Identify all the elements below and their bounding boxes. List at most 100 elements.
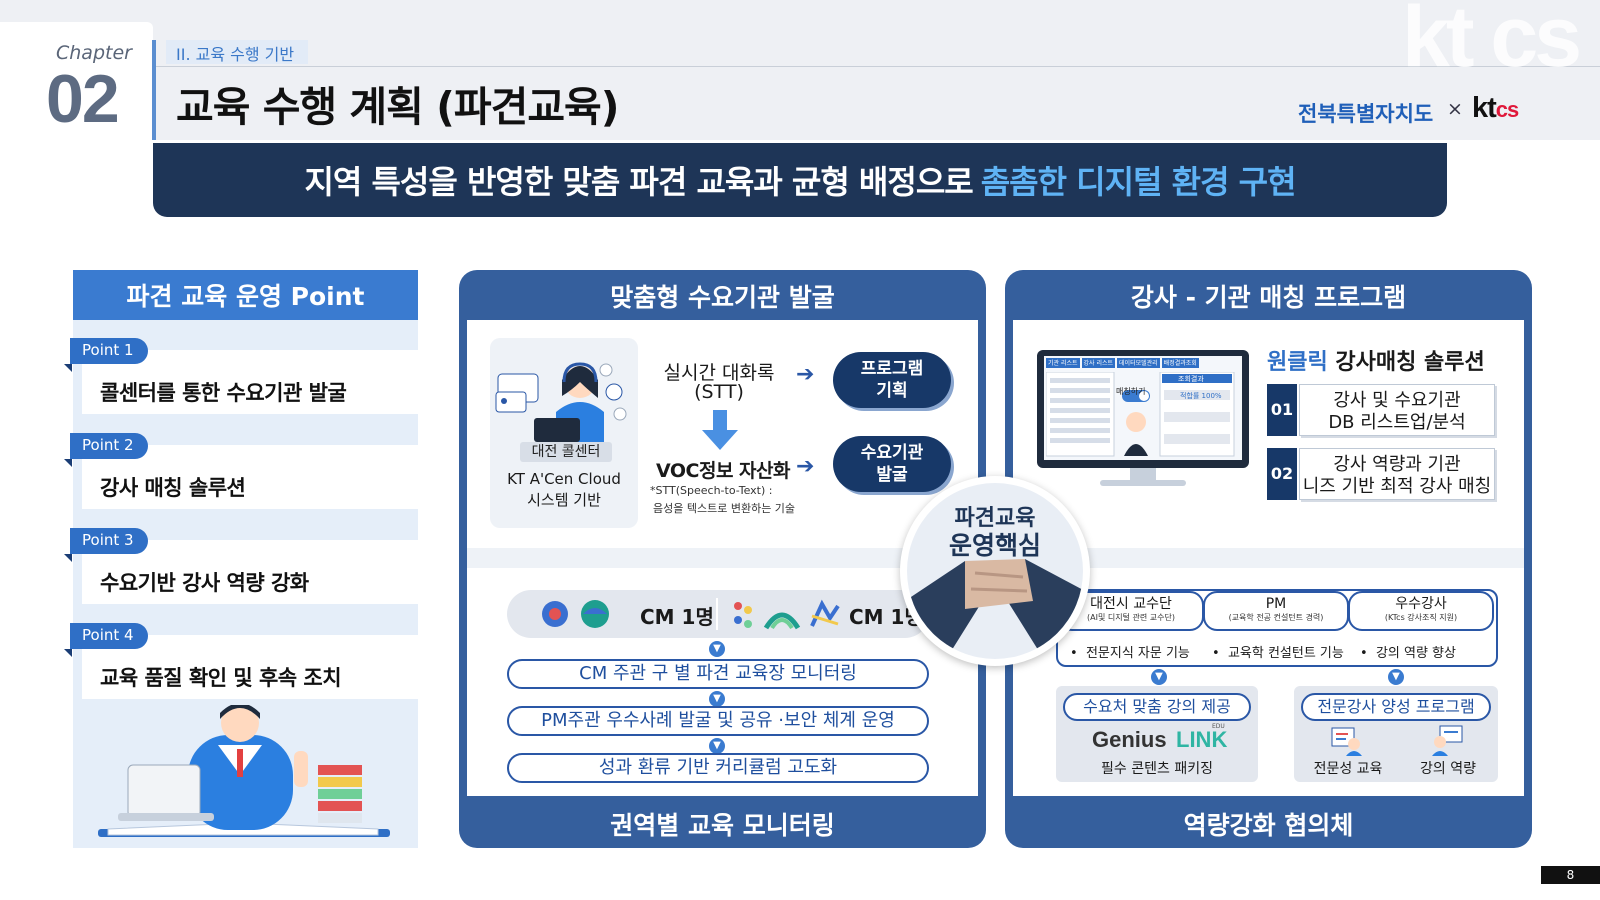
arrow-right-icon: ➔: [796, 362, 814, 387]
cm-divider: [716, 598, 718, 630]
voc-label: VOC정보 자산화: [648, 456, 798, 483]
stt-line-2: (STT): [640, 381, 798, 403]
subtitle-highlight: 촘촘한 디지털 환경 구현: [981, 157, 1296, 203]
flow-step-2: PM주관 우수사례 발굴 및 공유 ·보안 체계 운영: [507, 706, 929, 736]
flow-step-3: 성과 환류 기반 커리큘럼 고도화: [507, 753, 929, 783]
training-item-2: 강의 역량: [1410, 758, 1486, 778]
role-bullet-1: • 전문지식 자문 기능: [1070, 642, 1190, 661]
point-text-2: 강사 매칭 솔루션: [100, 472, 245, 502]
arrow-down-circle-icon: ▼: [1151, 669, 1167, 685]
role-name-2: PM: [1205, 593, 1347, 612]
match-step-num-1: 01: [1267, 384, 1297, 436]
monitor-base: [1100, 480, 1186, 486]
screen-tab: 데이터모델관리: [1117, 358, 1160, 368]
role-card-3: 우수강사 (KTcs 강사조직 지원): [1348, 591, 1494, 631]
match-step-1-line-2: DB 리스트업/분석: [1300, 412, 1494, 434]
subtitle-banner: 지역 특성을 반영한 맞춤 파견 교육과 균형 배정으로 촘촘한 디지털 환경 …: [153, 143, 1447, 217]
arrow-right-icon: ➔: [796, 454, 814, 479]
breadcrumb: II. 교육 수행 기반: [166, 40, 308, 64]
match-step-2-line-2: 니즈 기반 최적 강사 매칭: [1300, 476, 1494, 498]
chapter-number: 02: [46, 60, 118, 138]
district-emblem-icons: [537, 596, 617, 632]
kt-logo-text: kt: [1472, 92, 1496, 124]
callcenter-agent-illustration: [494, 352, 634, 444]
teacher-illustration: [98, 705, 398, 845]
header-divider: [152, 40, 156, 140]
arrow-down-icon: [700, 410, 740, 452]
kt-watermark-logo: kt cs: [1402, 0, 1578, 87]
role-bullet-3: • 강의 역량 향상: [1360, 642, 1456, 661]
point-tag-1: Point 1: [70, 338, 148, 364]
point-tag-2: Point 2: [70, 433, 148, 459]
training-item-1: 전문성 교육: [1310, 758, 1386, 778]
screen-rate-label: 적합률 100%: [1180, 391, 1222, 401]
match-step-num-2: 02: [1267, 448, 1297, 500]
demand-panel-title: 맞춤형 수요기관 발굴: [459, 278, 986, 314]
arrow-down-circle-icon: ▼: [709, 738, 725, 754]
stt-note-1: *STT(Speech-to-Text) :: [650, 484, 772, 497]
program-pill-line-1: 프로그램: [833, 358, 951, 380]
callcenter-label: 대전 콜센터: [520, 442, 612, 462]
match-step-2-line-1: 강사 역량과 기관: [1300, 454, 1494, 476]
solution-title: 원클릭 강사매칭 솔루션: [1267, 344, 1485, 376]
partner-separator: ×: [1447, 98, 1463, 120]
cs-logo-text: cs: [1496, 97, 1518, 122]
edu-logo: EDU: [1212, 723, 1225, 730]
role-card-2: PM (교육학 전공 컨설턴트 경력): [1203, 591, 1349, 631]
expert-training-icon: [1330, 724, 1364, 756]
screen-tab: 배정결과조회: [1162, 358, 1199, 368]
screen-tab: 기관 리스트: [1046, 358, 1080, 368]
core-line-2: 운영핵심: [900, 526, 1090, 562]
cloud-line-2: 시스템 기반: [490, 489, 638, 510]
screen-table-illustration: [1046, 372, 1236, 458]
point-tag-fold: [64, 459, 72, 467]
point-text-4: 교육 품질 확인 및 후속 조치: [100, 662, 341, 692]
cloud-line-1: KT A'Cen Cloud: [490, 470, 638, 488]
link-logo: LINK: [1176, 727, 1227, 753]
partner-logo-ktcs: ktcs: [1472, 92, 1518, 125]
org-pill-line-1: 수요기관: [833, 442, 951, 464]
role-bullet-3-text: 강의 역량 향상: [1376, 646, 1456, 661]
header-rule: [156, 66, 1600, 67]
page-number: 8: [1541, 866, 1600, 884]
points-panel-title: 파견 교육 운영 Point: [73, 270, 418, 320]
monitor-stand: [1130, 468, 1156, 480]
district-emblem-icons-2: [726, 596, 844, 632]
solution-rest: 강사매칭 솔루션: [1328, 350, 1485, 375]
role-bullet-1-text: 전문지식 자문 기능: [1086, 646, 1190, 661]
screen-tab: 강사 리스트: [1082, 358, 1116, 368]
training-box-title: 전문강사 양성 프로그램: [1301, 693, 1491, 721]
point-tag-fold: [64, 649, 72, 657]
page-title: 교육 수행 계획 (파견교육): [176, 73, 619, 133]
role-sub-3: (KTcs 강사조직 지원): [1350, 612, 1492, 623]
demand-panel-footer: 권역별 교육 모니터링: [459, 806, 986, 842]
stt-note-2: 음성을 텍스트로 변환하는 기술: [653, 500, 795, 516]
lecture-box-title: 수요처 맞춤 강의 제공: [1063, 693, 1251, 721]
point-tag-fold: [64, 554, 72, 562]
screen-match-label: 매칭하기: [1116, 386, 1145, 397]
matching-panel-footer: 역량강화 협의체: [1005, 806, 1532, 842]
arrow-down-circle-icon: ▼: [709, 691, 725, 707]
partner-logo-jeonbuk: 전북특별자치도: [1298, 98, 1433, 128]
arrow-down-circle-icon: ▼: [1388, 669, 1404, 685]
role-bullet-2: • 교육학 컨설턴트 기능: [1212, 642, 1344, 661]
flow-step-1: CM 주관 구 별 파견 교육장 모니터링: [507, 659, 929, 689]
genius-logo: Genius: [1092, 727, 1167, 753]
match-step-1-line-1: 강사 및 수요기관: [1300, 390, 1494, 412]
solution-highlight: 원클릭: [1267, 350, 1328, 375]
arrow-down-circle-icon: ▼: [709, 641, 725, 657]
screen-result-label: 조회결과: [1178, 374, 1204, 384]
role-bullet-2-text: 교육학 컨설턴트 기능: [1228, 646, 1344, 661]
lecture-box-caption: 필수 콘텐츠 패키징: [1056, 758, 1258, 778]
subtitle-main: 지역 특성을 반영한 맞춤 파견 교육과 균형 배정으로: [304, 157, 972, 203]
point-text-1: 콜센터를 통한 수요기관 발굴: [100, 377, 346, 407]
role-name-3: 우수강사: [1350, 593, 1492, 612]
point-tag-4: Point 4: [70, 623, 148, 649]
point-tag-3: Point 3: [70, 528, 148, 554]
matching-panel-title: 강사 - 기관 매칭 프로그램: [1005, 278, 1532, 314]
point-tag-fold: [64, 364, 72, 372]
lecture-skill-icon: [1430, 724, 1464, 756]
